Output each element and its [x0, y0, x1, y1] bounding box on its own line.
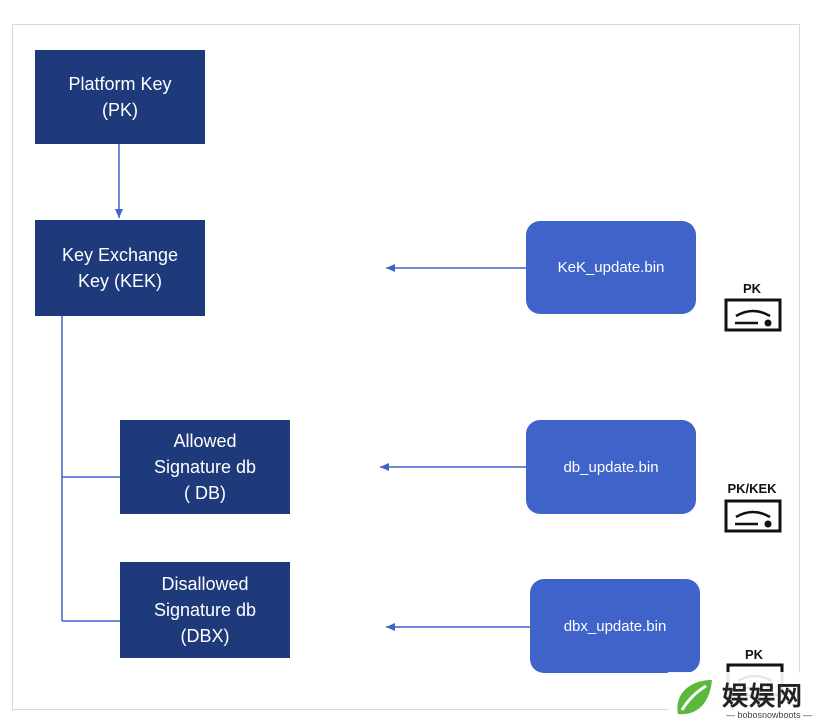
- db-update-file-box: db_update.bin: [526, 420, 696, 514]
- kek-signer-key-icon: [724, 298, 782, 332]
- allowed-signature-db-label: Allowed Signature db ( DB): [153, 431, 257, 503]
- db-update-file-label: db_update.bin: [563, 458, 659, 476]
- disallowed-signature-db-label: Disallowed Signature db (DBX): [153, 574, 257, 646]
- platform-key-label: Platform Key (PK): [68, 74, 172, 120]
- disallowed-signature-db-box: Disallowed Signature db (DBX): [120, 562, 290, 658]
- dbx-signer-label: PK: [744, 647, 764, 662]
- dbx-update-file-box: dbx_update.bin: [530, 579, 700, 673]
- leaf-logo-icon: [677, 680, 712, 715]
- watermark-text: 娱娱网: [722, 681, 804, 711]
- platform-key-box: Platform Key (PK): [35, 50, 205, 144]
- watermark-subtext: — bobosnowboots —: [726, 710, 813, 720]
- kek-update-file-label: KeK_update.bin: [557, 259, 665, 276]
- kek-signer-label: PK: [742, 281, 762, 296]
- db-signer-label: PK/KEK: [727, 481, 777, 496]
- db-signer-key-icon: [724, 499, 782, 533]
- key-exchange-key-label: Key Exchange Key (KEK): [61, 245, 179, 291]
- kek-update-file-box: KeK_update.bin: [526, 221, 696, 314]
- key-exchange-key-box: Key Exchange Key (KEK): [35, 220, 205, 316]
- dbx-update-file-label: dbx_update.bin: [563, 617, 667, 635]
- allowed-signature-db-box: Allowed Signature db ( DB): [120, 420, 290, 514]
